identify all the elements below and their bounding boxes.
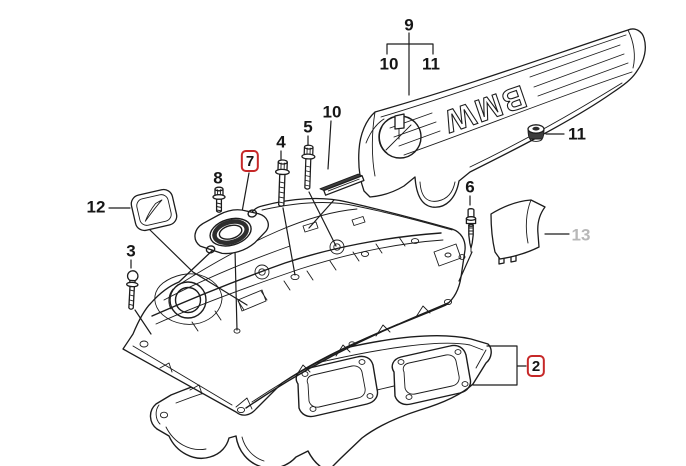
- bolt-8-drawing: [212, 186, 226, 213]
- leader-line-6: [458, 195, 473, 282]
- leader-line-12: [108, 207, 248, 306]
- grommet-11-drawing: [527, 124, 545, 142]
- part-label-10-mid[interactable]: 10: [322, 102, 342, 122]
- part-label-3[interactable]: 3: [126, 241, 136, 261]
- valve-cover-drawing: [122, 197, 466, 416]
- bolt-5-drawing: [301, 144, 316, 190]
- part-label-11-right[interactable]: 11: [568, 124, 586, 144]
- leader-line-5: [307, 135, 337, 247]
- part-label-12[interactable]: 12: [86, 197, 106, 217]
- part-label-9[interactable]: 9: [404, 15, 414, 35]
- leader-line-10-mid: [308, 120, 335, 229]
- part-label-7-highlighted[interactable]: 7: [240, 150, 260, 172]
- part-label-4[interactable]: 4: [276, 132, 286, 152]
- cover-13-drawing: [490, 199, 546, 265]
- stud-3-drawing: [126, 270, 139, 310]
- part-label-11-top[interactable]: 11: [422, 54, 440, 74]
- leader-lines: [108, 32, 570, 386]
- bolt-4-drawing: [274, 159, 290, 207]
- strip-10-drawing: [319, 173, 365, 196]
- glow-sensor-6-drawing: [465, 208, 477, 253]
- oil-cap-12-drawing: [130, 188, 178, 232]
- leader-line-7: [234, 172, 250, 331]
- part-label-8[interactable]: 8: [213, 168, 223, 188]
- leader-line-3: [130, 259, 152, 335]
- leader-bracket-2: [472, 345, 527, 386]
- part-label-10-top[interactable]: 10: [379, 54, 399, 74]
- part-label-13[interactable]: 13: [571, 225, 591, 245]
- part-label-5[interactable]: 5: [303, 117, 313, 137]
- engine-cover-drawing: BMW: [358, 28, 646, 208]
- leader-line-9: [386, 32, 434, 96]
- filler-flange-7-drawing: [194, 209, 269, 255]
- part-label-2-highlighted[interactable]: 2: [526, 355, 546, 377]
- leader-line-4: [280, 150, 296, 276]
- part-label-6[interactable]: 6: [465, 177, 475, 197]
